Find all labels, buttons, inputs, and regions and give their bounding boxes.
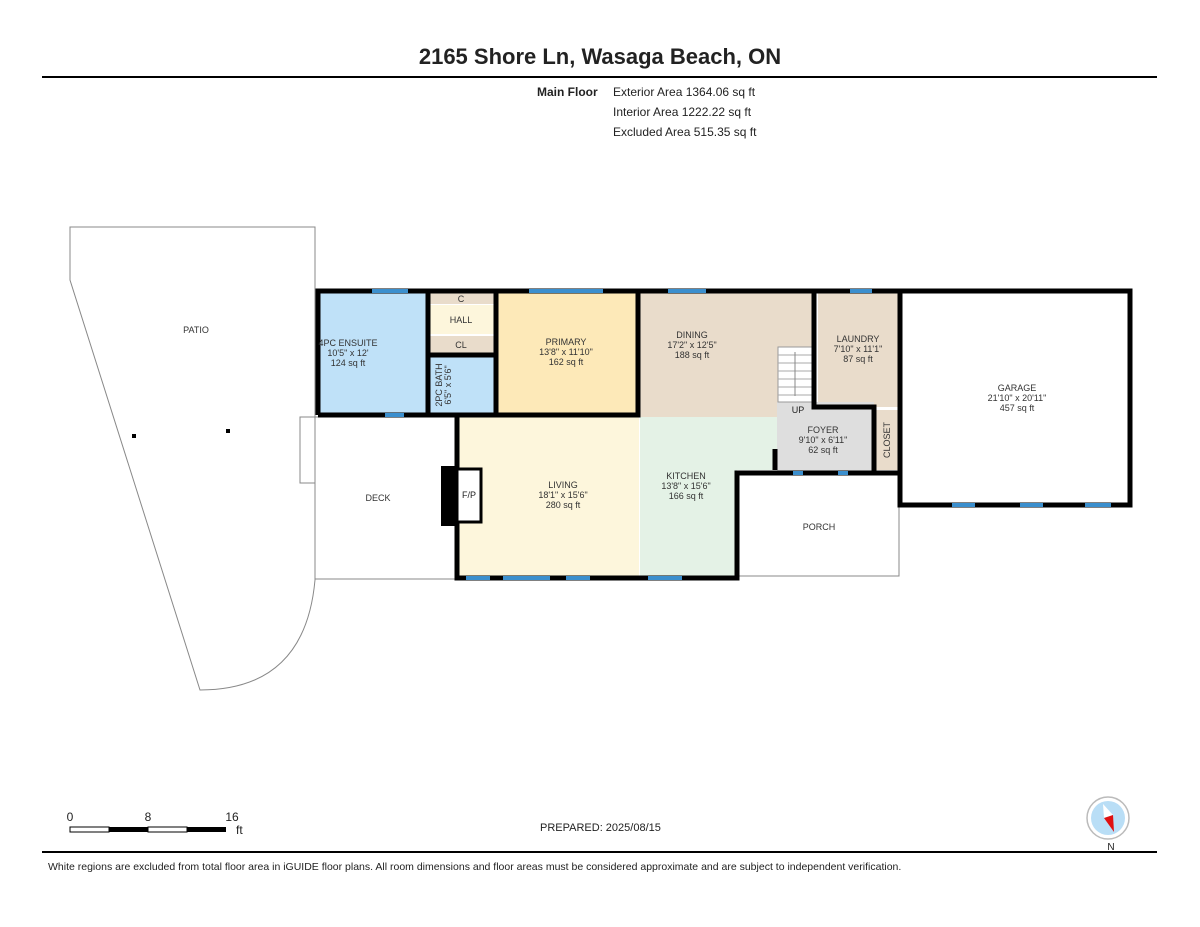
exterior-area: Exterior Area 1364.06 sq ft [613,85,756,99]
laundry-dims: 7'10" x 11'1" [834,344,883,354]
foyer-area: 62 sq ft [808,445,838,455]
kitchen-area: 166 sq ft [669,491,704,501]
interior-area: Interior Area 1222.22 sq ft [613,105,752,119]
ensuite-dims: 10'5" x 12' [327,348,368,358]
deck-name: DECK [365,493,390,503]
patio-label: PATIO [183,325,209,335]
laundry-area: 87 sq ft [843,354,873,364]
stairs [777,346,813,403]
living-area: 280 sq ft [546,500,581,510]
closet-room [876,410,898,470]
cl-name: CL [455,340,467,350]
cl-room [430,336,495,355]
garage-room [903,293,1128,503]
laundry-name: LAUNDRY [837,334,880,344]
dining-area: 188 sq ft [675,350,710,360]
prepared-date: PREPARED: 2025/08/15 [540,822,661,834]
patio-area [69,226,316,691]
primary-room [498,293,638,415]
excluded-area: Excluded Area 515.35 sq ft [613,125,757,139]
windows [372,289,1111,580]
compass-north-label: N [1107,842,1114,853]
foyer-room [777,402,874,472]
garage-area: 457 sq ft [1000,403,1035,413]
hall-room [430,305,495,334]
post [226,429,230,433]
living-room [457,417,639,576]
floor-label: Main Floor [537,85,598,99]
scale-label-0: 0 [67,810,74,824]
fireplace-label: F/P [462,490,476,500]
stairs-up-label: UP [792,405,805,415]
porch-area [736,474,900,577]
kitchen-name: KITCHEN [666,471,706,481]
ensuite-area: 124 sq ft [331,358,366,368]
primary-dims: 13'8" x 11'10" [539,347,593,357]
deck-step [299,416,316,484]
c-room [430,293,495,304]
kitchen-dims: 13'8" x 15'6" [661,481,710,491]
garage-name: GARAGE [998,383,1037,393]
living-name: LIVING [548,480,578,490]
page-title: 2165 Shore Ln, Wasaga Beach, ON [419,44,781,69]
foyer-name: FOYER [807,425,839,435]
primary-name: PRIMARY [546,337,587,347]
closet-name: CLOSET [882,421,892,458]
ensuite-room [318,293,428,415]
scale-unit: ft [236,823,243,837]
scale-label-16: 16 [225,810,239,824]
porch-name: PORCH [803,522,836,532]
post [132,434,136,438]
hall-name: HALL [450,315,473,325]
laundry-room [818,293,898,407]
deck-area [314,416,456,580]
disclaimer: White regions are excluded from total fl… [48,861,901,873]
walls [315,288,1133,581]
kitchen-room [640,417,777,576]
c-name: C [458,294,465,304]
bath-name: 2PC BATH [434,363,444,406]
living-dims: 18'1" x 15'6" [538,490,587,500]
foyer-dims: 9'10" x 6'11" [799,435,848,445]
ensuite-name: 4PC ENSUITE [318,338,377,348]
compass-icon [1086,796,1130,840]
primary-area: 162 sq ft [549,357,584,367]
scale-label-8: 8 [145,810,152,824]
dining-name: DINING [676,330,708,340]
garage-dims: 21'10" x 20'11" [988,393,1047,403]
bath-dims: 6'5" x 5'6" [443,365,453,404]
bath-room [430,357,495,415]
scale-bar [69,826,226,833]
dining-dims: 17'2" x 12'5" [667,340,716,350]
